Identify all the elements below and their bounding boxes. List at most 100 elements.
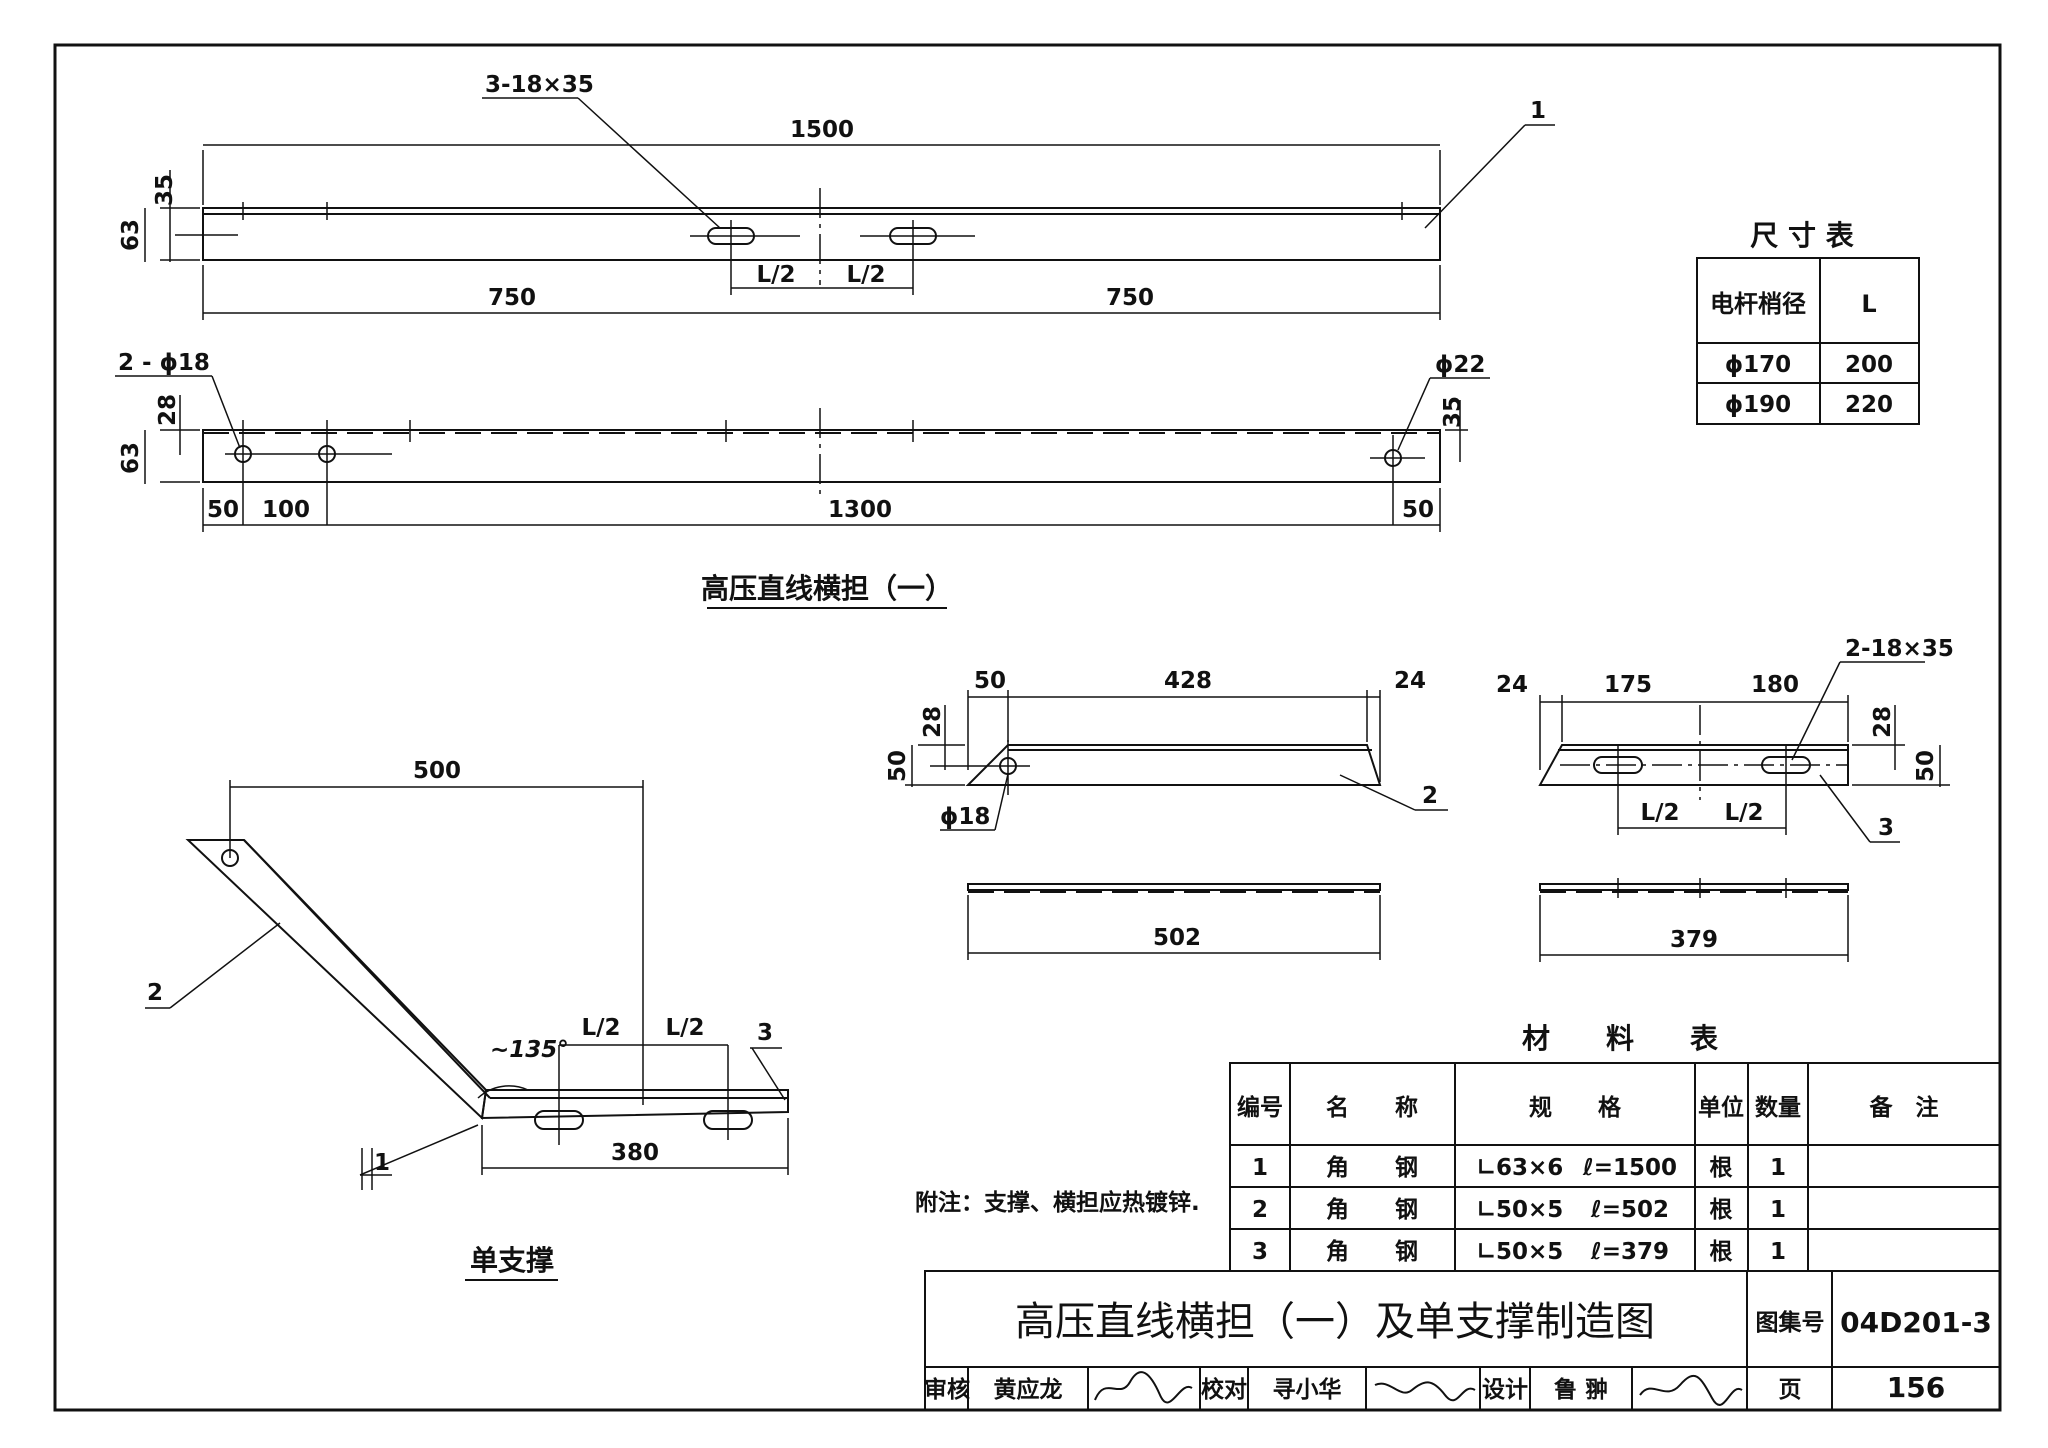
p3-dim-50v: 50 xyxy=(1913,750,1939,782)
size-row2-dia: ϕ190 xyxy=(1725,392,1791,418)
brace-dim-500: 500 xyxy=(413,758,461,784)
checker-name: 寻小华 xyxy=(1273,1376,1342,1403)
brace-mark-3: 3 xyxy=(757,1020,773,1046)
dim-63-top: 63 xyxy=(118,219,144,251)
p2-dim-50v: 50 xyxy=(885,750,911,782)
material-table-title: 材 料 表 xyxy=(1522,1022,1718,1055)
drawing-title: 高压直线横担（一）及单支撑制造图 xyxy=(1015,1299,1655,1345)
p3-slot-note: 2-18×35 xyxy=(1845,636,1954,662)
mat-r1-qty: 1 xyxy=(1770,1155,1786,1181)
p3-l-half-a: L/2 xyxy=(1640,800,1679,826)
atlas-label: 图集号 xyxy=(1756,1309,1825,1336)
p3-dim-175: 175 xyxy=(1604,672,1652,698)
part-mark-1: 1 xyxy=(1530,98,1546,124)
mat-r1-spec: ∟63×6 xyxy=(1477,1155,1564,1181)
mat-header-remark: 备 注 xyxy=(1869,1094,1939,1121)
p2-len: 502 xyxy=(1153,925,1201,951)
p2-dim-28: 28 xyxy=(920,706,946,738)
p3-mark: 3 xyxy=(1878,815,1894,841)
size-table: 尺 寸 表 电杆梢径 L ϕ170 200 ϕ190 220 xyxy=(1696,219,1920,425)
size-row2-l: 220 xyxy=(1845,392,1893,418)
dim-l-half-a: L/2 xyxy=(756,262,795,288)
size-row1-l: 200 xyxy=(1845,352,1893,378)
page-number: 156 xyxy=(1887,1371,1945,1404)
check-label: 校对 xyxy=(1201,1376,1247,1403)
title-block: 高压直线横担（一）及单支撑制造图 图集号 04D201-3 审核 黄应龙 校对 … xyxy=(924,1270,2001,1411)
crossarm-title: 高压直线横担（一） xyxy=(701,572,953,605)
mat-r2-unit: 根 xyxy=(1710,1197,1733,1223)
mat-r1-no: 1 xyxy=(1252,1155,1268,1181)
p2-dim-428: 428 xyxy=(1164,668,1212,694)
mat-header-spec: 规 格 xyxy=(1529,1094,1622,1121)
dim-35-top: 35 xyxy=(152,174,178,206)
mat-header-unit: 单位 xyxy=(1698,1094,1744,1121)
designer-name: 鲁 翀 xyxy=(1553,1376,1608,1403)
crossarm-front-view: 28 63 35 50 100 1300 50 2 - ϕ18 ϕ22 xyxy=(115,350,1490,532)
reviewer-signature xyxy=(1094,1371,1193,1404)
brace-mark-1: 1 xyxy=(374,1150,390,1176)
p3-len: 379 xyxy=(1670,927,1718,953)
p3-dim-24: 24 xyxy=(1496,672,1528,698)
dim-35-front: 35 xyxy=(1440,396,1466,428)
mat-r2-qty: 1 xyxy=(1770,1197,1786,1223)
brace-mark-2: 2 xyxy=(147,980,163,1006)
review-label: 审核 xyxy=(924,1376,970,1403)
mat-header-no: 编号 xyxy=(1237,1094,1283,1121)
reviewer-name: 黄应龙 xyxy=(994,1376,1063,1403)
brace-dim-380: 380 xyxy=(611,1140,659,1166)
mat-r2-name: 角 钢 xyxy=(1326,1196,1418,1223)
dim-28-front: 28 xyxy=(155,394,181,426)
mat-header-name: 名 称 xyxy=(1326,1094,1418,1121)
mat-r3-spec: ∟50×5 xyxy=(1477,1239,1564,1265)
part-3-detail: 24 175 180 2-18×35 28 50 L/2 L/2 3 379 xyxy=(1496,636,1954,962)
mat-r1-len: ℓ=1500 xyxy=(1582,1155,1677,1181)
size-header-l: L xyxy=(1861,290,1876,318)
hole-note-front: 2 - ϕ18 xyxy=(118,350,210,376)
galvanize-note: 附注：支撑、横担应热镀锌. xyxy=(915,1189,1200,1216)
p2-hole-note: ϕ18 xyxy=(940,804,990,830)
dim-750-right: 750 xyxy=(1106,285,1154,311)
mat-r3-no: 3 xyxy=(1252,1239,1268,1265)
dim-l-half-b: L/2 xyxy=(846,262,885,288)
size-row1-dia: ϕ170 xyxy=(1725,352,1791,378)
mat-r1-unit: 根 xyxy=(1710,1155,1733,1181)
designer-signature xyxy=(1639,1374,1743,1406)
mat-r2-no: 2 xyxy=(1252,1197,1268,1223)
dim-100: 100 xyxy=(262,497,310,523)
p2-mark: 2 xyxy=(1422,783,1438,809)
size-header-pole: 电杆梢径 xyxy=(1710,290,1806,318)
brace-angle: ~135° xyxy=(490,1037,569,1063)
p2-dim-24: 24 xyxy=(1394,668,1426,694)
atlas-number: 04D201-3 xyxy=(1840,1306,1992,1339)
part-2-detail: 50 428 24 28 50 ϕ18 2 502 xyxy=(885,668,1448,960)
size-table-title: 尺 寸 表 xyxy=(1750,219,1854,252)
dim-50-b: 50 xyxy=(1402,497,1434,523)
brace-title: 单支撑 xyxy=(470,1244,554,1277)
p2-dim-50: 50 xyxy=(974,668,1006,694)
p3-dim-28: 28 xyxy=(1870,706,1896,738)
mat-r3-len: ℓ=379 xyxy=(1590,1239,1669,1265)
slot-note-top: 3-18×35 xyxy=(485,72,594,98)
dim-750-left: 750 xyxy=(488,285,536,311)
checker-signature xyxy=(1374,1381,1476,1402)
crossarm-top-view: 1500 750 750 L/2 L/2 35 63 3-18×35 1 xyxy=(118,72,1555,320)
p3-dim-180: 180 xyxy=(1751,672,1799,698)
hole-right-note: ϕ22 xyxy=(1435,352,1485,378)
dim-1300: 1300 xyxy=(828,497,892,523)
dim-1500: 1500 xyxy=(790,117,854,143)
mat-r2-spec: ∟50×5 xyxy=(1477,1197,1564,1223)
material-table: 材 料 表 编号 名 称 规 格 单位 数量 备 注 1 角 钢 ∟63×6 ℓ… xyxy=(1229,1022,2001,1272)
single-brace: 500 L/2 L/2 380 ~135° 2 3 1 单支撑 xyxy=(145,758,789,1281)
brace-l-half-b: L/2 xyxy=(665,1015,704,1041)
dim-63-front: 63 xyxy=(118,442,144,474)
brace-l-half-a: L/2 xyxy=(581,1015,620,1041)
mat-r3-qty: 1 xyxy=(1770,1239,1786,1265)
mat-r3-unit: 根 xyxy=(1710,1239,1733,1265)
p3-l-half-b: L/2 xyxy=(1724,800,1763,826)
mat-r1-name: 角 钢 xyxy=(1326,1154,1418,1181)
page-label: 页 xyxy=(1779,1377,1802,1403)
design-label: 设计 xyxy=(1482,1377,1528,1403)
mat-r3-name: 角 钢 xyxy=(1326,1238,1418,1265)
mat-r2-len: ℓ=502 xyxy=(1590,1197,1669,1223)
